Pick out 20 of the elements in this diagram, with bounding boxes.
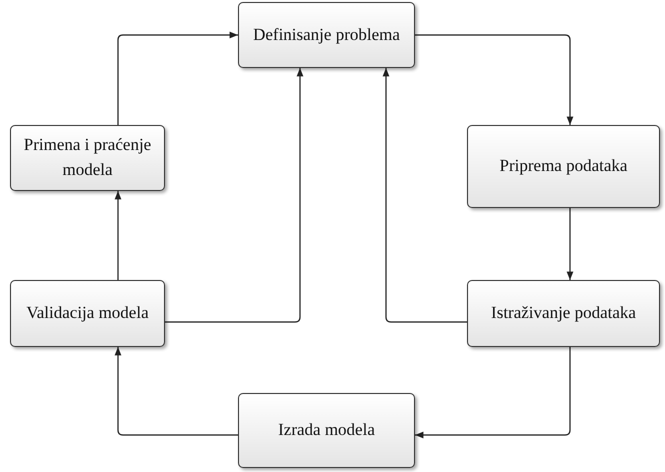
box-label: Priprema podataka (500, 155, 628, 178)
arrow (165, 68, 304, 323)
process-box (10, 125, 165, 191)
box-label: Izrada modela (278, 419, 375, 442)
process-box (238, 2, 415, 68)
box-label: Primena i praćenje modela (22, 134, 152, 181)
arrow (415, 347, 571, 438)
process-box (10, 280, 165, 347)
arrow (415, 34, 574, 125)
process-box (467, 125, 660, 208)
process-box (238, 393, 415, 468)
arrow (117, 32, 238, 125)
arrow (114, 191, 122, 280)
process-box (467, 280, 660, 347)
box-label: Validacija modela (26, 302, 149, 324)
arrow (382, 68, 467, 323)
arrow (566, 208, 574, 280)
box-label: Istraživanje podataka (491, 302, 636, 324)
box-label: Definisanje problema (253, 24, 400, 46)
arrow (114, 347, 238, 436)
